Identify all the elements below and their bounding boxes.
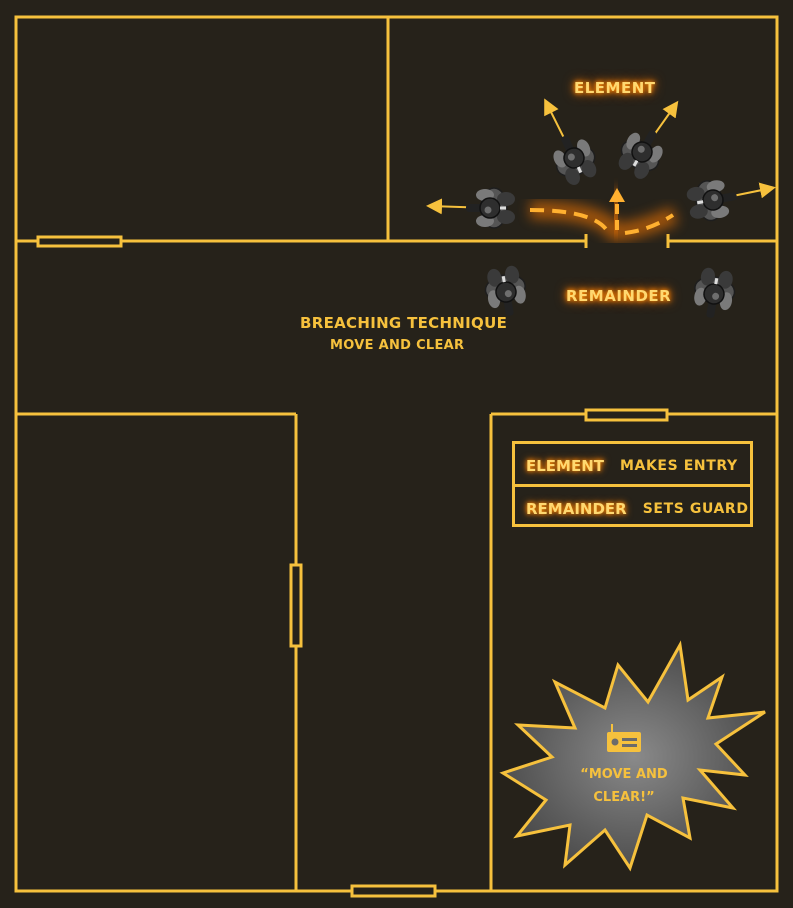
legend-box: ELEMENT MAKES ENTRY REMAINDER SETS GUARD [512, 441, 753, 527]
radio-icon [607, 724, 641, 752]
burst-shape [499, 640, 766, 872]
legend-key: ELEMENT [526, 457, 605, 475]
operator-remainder-1 [484, 265, 526, 316]
radio-callout: “MOVE AND CLEAR!” [570, 763, 678, 809]
element-label: ELEMENT [574, 79, 656, 97]
radio-callout-line2: CLEAR!” [593, 790, 655, 805]
radio-callout-line1: “MOVE AND [580, 767, 668, 782]
operator-element-2 [553, 135, 597, 185]
openings [36, 234, 670, 898]
window-bottom [350, 884, 437, 898]
legend-row-remainder: REMAINDER SETS GUARD [515, 489, 750, 529]
legend-row-element: ELEMENT MAKES ENTRY [515, 446, 750, 486]
window-left-room [289, 563, 303, 648]
legend-value: MAKES ENTRY [620, 458, 738, 474]
legend-divider [515, 484, 750, 487]
operator-element-3 [618, 130, 663, 179]
operators [426, 98, 776, 318]
window-top-left [36, 235, 123, 248]
remainder-label: REMAINDER [566, 287, 672, 305]
operator-element-1 [466, 187, 515, 229]
operator-element-4 [686, 180, 737, 222]
legend-key: REMAINDER [526, 500, 627, 518]
diagram-title: BREACHING TECHNIQUE [300, 314, 508, 332]
window-right-room [584, 408, 669, 422]
radio-burst [499, 640, 766, 872]
legend-value: SETS GUARD [642, 501, 749, 517]
movement-paths [529, 188, 679, 242]
operator-remainder-2 [694, 267, 736, 318]
diagram-subtitle: MOVE AND CLEAR [330, 338, 465, 353]
